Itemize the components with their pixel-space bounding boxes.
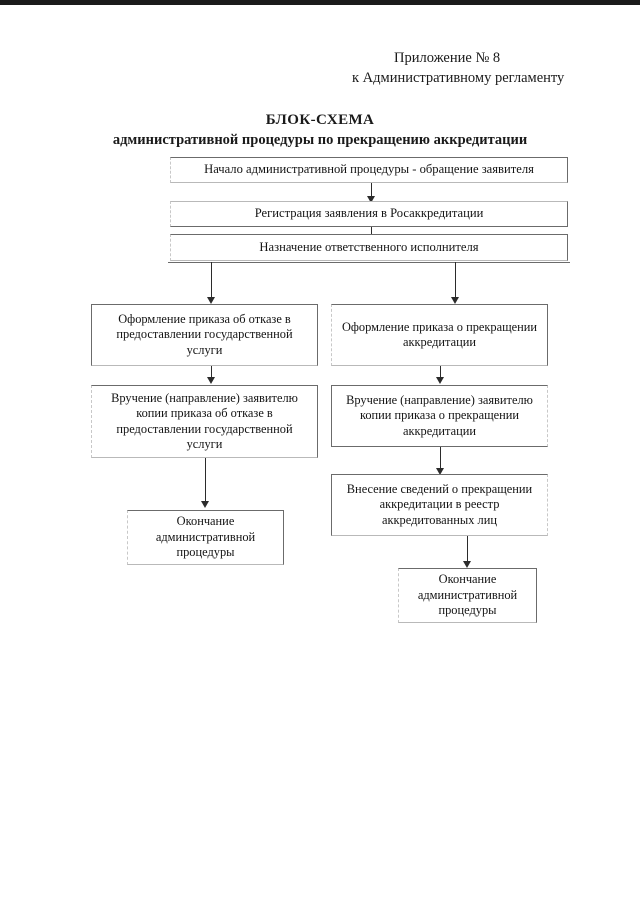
appendix-reference: Приложение № 8 к Административному регла… (352, 48, 602, 88)
flow-node-start: Начало административной процедуры - обра… (170, 157, 568, 183)
arrow-head-refusal-order-to-refusal-delivery (207, 377, 215, 384)
flow-node-registration: Регистрация заявления в Росаккредитации (170, 201, 568, 227)
page-title: БЛОК-СХЕМА административной процедуры по… (60, 110, 580, 150)
flow-node-registry-entry: Внесение сведений о прекращении аккредит… (331, 474, 548, 536)
scan-edge-band (0, 0, 640, 5)
connector-refusal-delivery-to-end-left (205, 458, 206, 504)
connector-assignment-to-termination-order (455, 262, 456, 300)
flow-node-termination-order: Оформление приказа о прекращении аккреди… (331, 304, 548, 366)
flow-node-refusal-order: Оформление приказа об отказе в предостав… (91, 304, 318, 366)
arrow-head-assignment-to-termination-order (451, 297, 459, 304)
page-title-subtitle: административной процедуры по прекращени… (112, 132, 528, 148)
page-title-main: БЛОК-СХЕМА (265, 112, 375, 128)
connector-refusal-order-to-refusal-delivery (211, 366, 212, 380)
appendix-regulation: к Административному регламенту (352, 70, 565, 86)
arrow-head-termination-order-to-termination-delivery (436, 377, 444, 384)
connector-termination-order-to-termination-delivery (440, 366, 441, 380)
connector-termination-delivery-to-registry-entry (440, 447, 441, 471)
arrow-head-refusal-delivery-to-end-left (201, 501, 209, 508)
branch-bus-line (168, 262, 570, 263)
connector-registry-entry-to-end-right (467, 536, 468, 564)
connector-assignment-to-refusal-order (211, 262, 212, 300)
arrow-head-assignment-to-refusal-order (207, 297, 215, 304)
connector-start-to-registration (371, 183, 372, 198)
flow-node-assignment: Назначение ответственного исполнителя (170, 234, 568, 261)
flow-node-end-right: Окончание административной процедуры (398, 568, 537, 623)
flow-node-refusal-delivery: Вручение (направление) заявителю копии п… (91, 385, 318, 458)
arrow-head-registry-entry-to-end-right (463, 561, 471, 568)
arrow-head-termination-delivery-to-registry-entry (436, 468, 444, 475)
flow-node-end-left: Окончание административной процедуры (127, 510, 284, 565)
flow-node-termination-delivery: Вручение (направление) заявителю копии п… (331, 385, 548, 447)
appendix-number: Приложение № 8 (394, 50, 501, 66)
arrow-head-start-to-registration (367, 196, 375, 203)
